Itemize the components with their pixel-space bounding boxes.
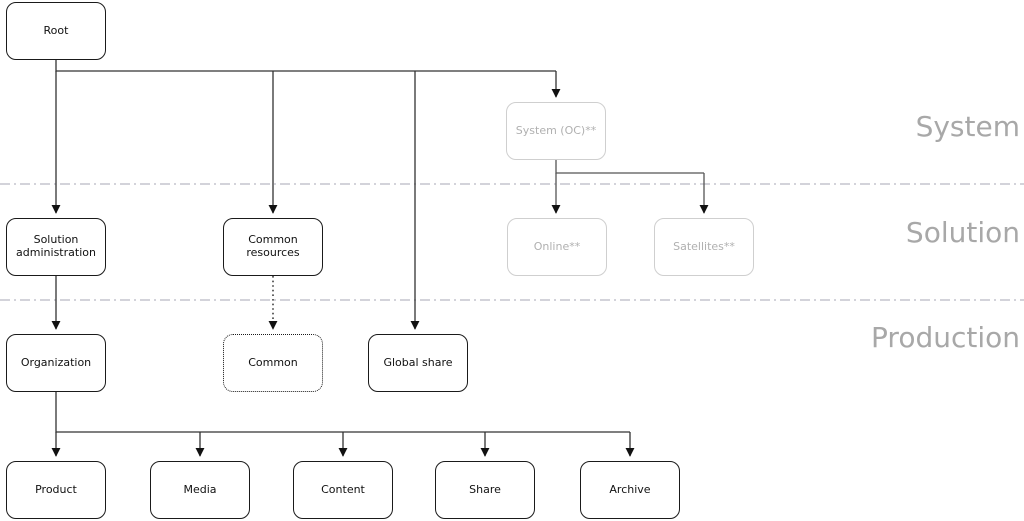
node-archive-label: Archive (609, 482, 651, 496)
node-archive[interactable]: Archive (580, 461, 680, 519)
node-common-resources[interactable]: Common resources (223, 218, 323, 276)
node-share-label: Share (469, 482, 501, 496)
node-root-label: Root (43, 23, 69, 37)
root-outgoing-bus (51, 60, 561, 330)
node-organization-label: Organization (20, 355, 92, 369)
node-media[interactable]: Media (150, 461, 250, 519)
node-root[interactable]: Root (6, 2, 106, 60)
zone-label-system: System (915, 110, 1020, 143)
node-media-label: Media (183, 482, 217, 496)
node-online[interactable]: Online** (507, 218, 607, 276)
node-common-label: Common (248, 355, 298, 369)
zone-label-solution: Solution (905, 216, 1020, 249)
node-product[interactable]: Product (6, 461, 106, 519)
node-system-oc[interactable]: System (OC)** (506, 102, 606, 160)
node-content[interactable]: Content (293, 461, 393, 519)
node-solution-administration[interactable]: Solution administration (6, 218, 106, 276)
node-product-label: Product (35, 482, 77, 496)
node-common[interactable]: Common (223, 334, 323, 392)
node-online-label: Online** (533, 239, 581, 253)
node-solution-administration-label: Solution administration (16, 233, 96, 259)
node-system-oc-label: System (OC)** (515, 123, 597, 137)
zone-label-production: Production (871, 321, 1020, 354)
node-content-label: Content (321, 482, 365, 496)
system-oc-outgoing-bus (551, 160, 709, 214)
node-global-share[interactable]: Global share (368, 334, 468, 392)
node-satellites-label: Satellites** (673, 239, 735, 253)
node-global-share-label: Global share (383, 355, 453, 369)
node-common-resources-label: Common resources (246, 233, 300, 259)
node-organization[interactable]: Organization (6, 334, 106, 392)
organization-outgoing-bus (51, 392, 635, 457)
node-satellites[interactable]: Satellites** (654, 218, 754, 276)
node-share[interactable]: Share (435, 461, 535, 519)
